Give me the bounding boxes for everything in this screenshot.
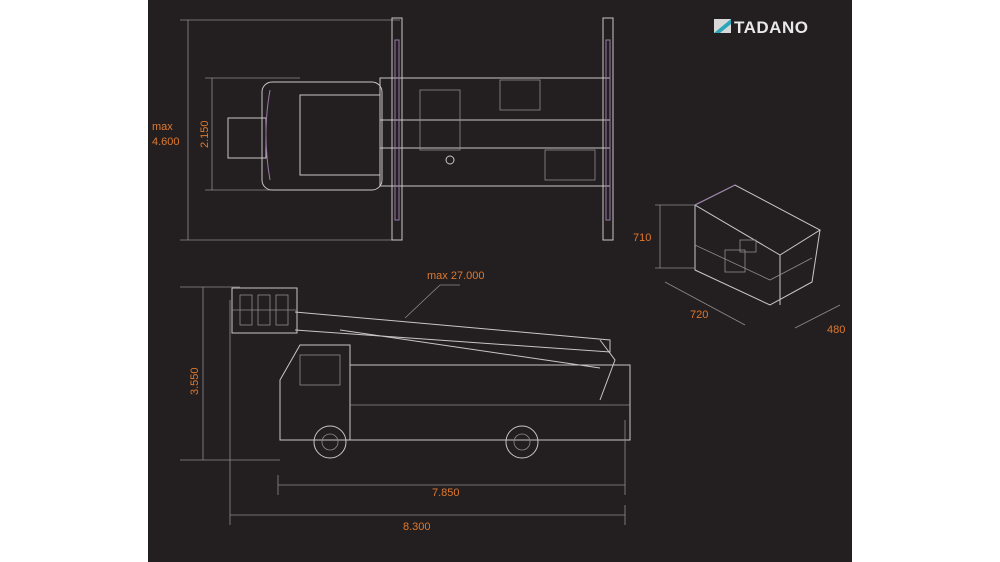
top-view: max 4.600 2.150 <box>152 17 614 241</box>
vehicle-length: 7.850 <box>432 487 460 499</box>
tadano-logo: TADANO <box>714 18 808 37</box>
basket-height: 710 <box>633 232 651 244</box>
overall-length: 8.300 <box>403 521 431 533</box>
max-working-height: max 27.000 <box>427 270 484 282</box>
basket-depth: 480 <box>827 324 845 336</box>
basket-view: 710 720 480 <box>633 184 845 336</box>
basket-length: 720 <box>690 309 708 321</box>
logo-text: TADANO <box>734 18 808 37</box>
side-view: max 27.000 3.550 7.850 8.300 <box>180 270 631 533</box>
width-dimension: 2.150 <box>199 120 211 148</box>
max-width-value: 4.600 <box>152 136 180 148</box>
max-width-label: max <box>152 121 173 133</box>
vehicle-height: 3.550 <box>189 367 201 395</box>
